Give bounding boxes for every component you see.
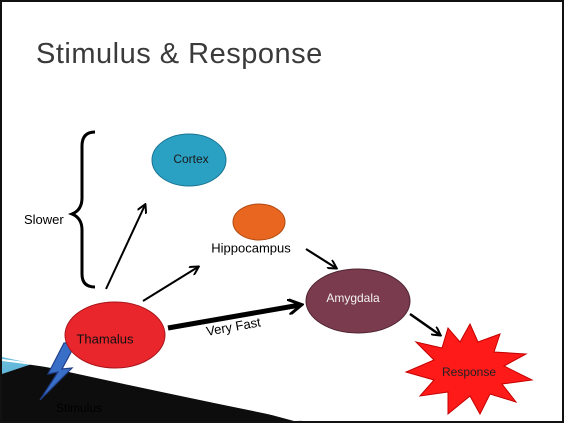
arrow-hippocampus-to-amygdala (305, 248, 336, 268)
amygdala-node (305, 268, 411, 334)
arrow-thamalus-to-cortex (105, 205, 145, 290)
cortex-label: Cortex (173, 152, 209, 166)
arrow-thamalus-to-amygdala (167, 305, 300, 331)
thamalus-node (64, 301, 166, 369)
thamalus-label: Thamalus (76, 331, 134, 347)
arrow-thamalus-to-hippocampus (142, 267, 198, 302)
response-starburst (404, 322, 534, 416)
slide-title: Stimulus & Response (36, 38, 323, 70)
arrow-amygdala-to-response (409, 312, 440, 335)
amygdala-label: Amygdala (326, 291, 380, 305)
hippocampus-label: Hippocampus (211, 240, 291, 256)
corner-ribbon-front (2, 364, 303, 421)
slower-bracket (67, 130, 96, 289)
cortex-node (151, 133, 227, 187)
slower-label: Slower (24, 212, 64, 227)
stimulus-label: Stimulus (56, 401, 103, 415)
response-label: Response (441, 365, 497, 379)
hippocampus-node (232, 203, 286, 241)
corner-ribbon-edge (2, 359, 302, 421)
